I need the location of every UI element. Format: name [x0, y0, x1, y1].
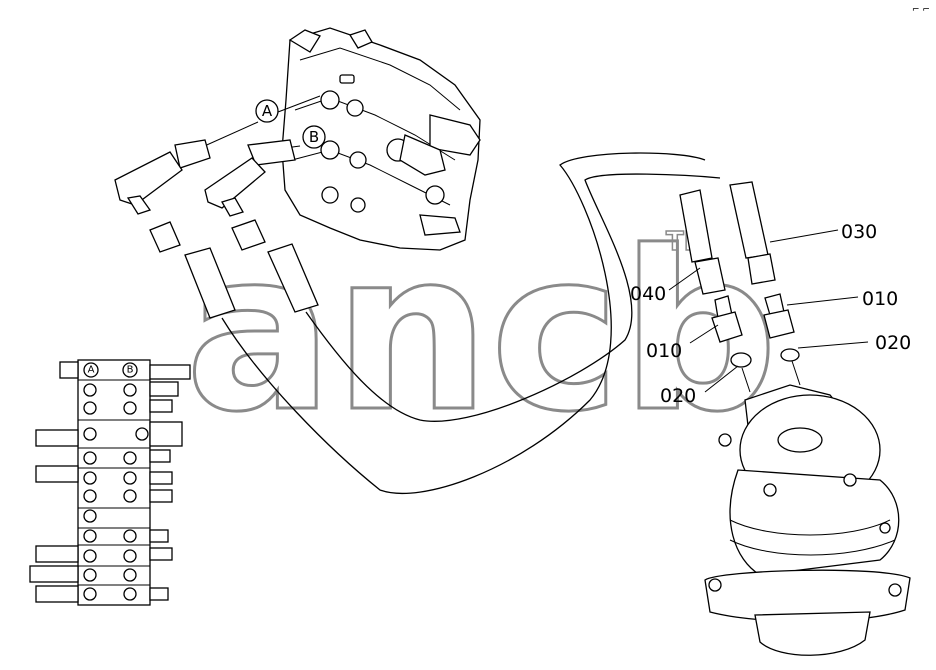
- callout-030: 030: [841, 221, 877, 243]
- leader-lines: [668, 229, 869, 393]
- adapter-010-right: [763, 293, 795, 339]
- elbow-fitting-b: [204, 139, 301, 217]
- port-marker-a: A: [255, 95, 321, 123]
- hose-right-040: [679, 189, 726, 295]
- control-valve: [281, 27, 481, 251]
- callout-010-right: 010: [862, 288, 898, 310]
- schematic-marker-b-label: B: [127, 365, 134, 376]
- watermark-text: ancb: [185, 204, 778, 460]
- o-ring-020-left: [730, 352, 752, 368]
- port-marker-b-label: B: [309, 128, 319, 146]
- elbow-fitting-a: [114, 121, 259, 215]
- callout-040: 040: [630, 283, 666, 305]
- port-marker-b: B: [302, 125, 326, 149]
- adapter-010-left: [711, 295, 743, 343]
- port-marker-a-label: A: [262, 102, 273, 120]
- callout-020-right: 020: [875, 332, 911, 354]
- schematic-marker-a-label: A: [88, 365, 95, 376]
- callout-010-left: 010: [646, 340, 682, 362]
- hose-left-a: [149, 152, 706, 494]
- swing-motor: [704, 384, 911, 656]
- o-ring-020-right: [780, 348, 800, 362]
- callout-020-left: 020: [660, 385, 696, 407]
- hose-right-030: [729, 181, 776, 285]
- corner-mark: ⌐ ⌐: [912, 5, 930, 15]
- hose-left-b: [231, 173, 721, 422]
- schematic-marker-a: A: [83, 362, 99, 378]
- schematic-marker-b: B: [122, 362, 138, 378]
- valve-schematic: [29, 359, 191, 606]
